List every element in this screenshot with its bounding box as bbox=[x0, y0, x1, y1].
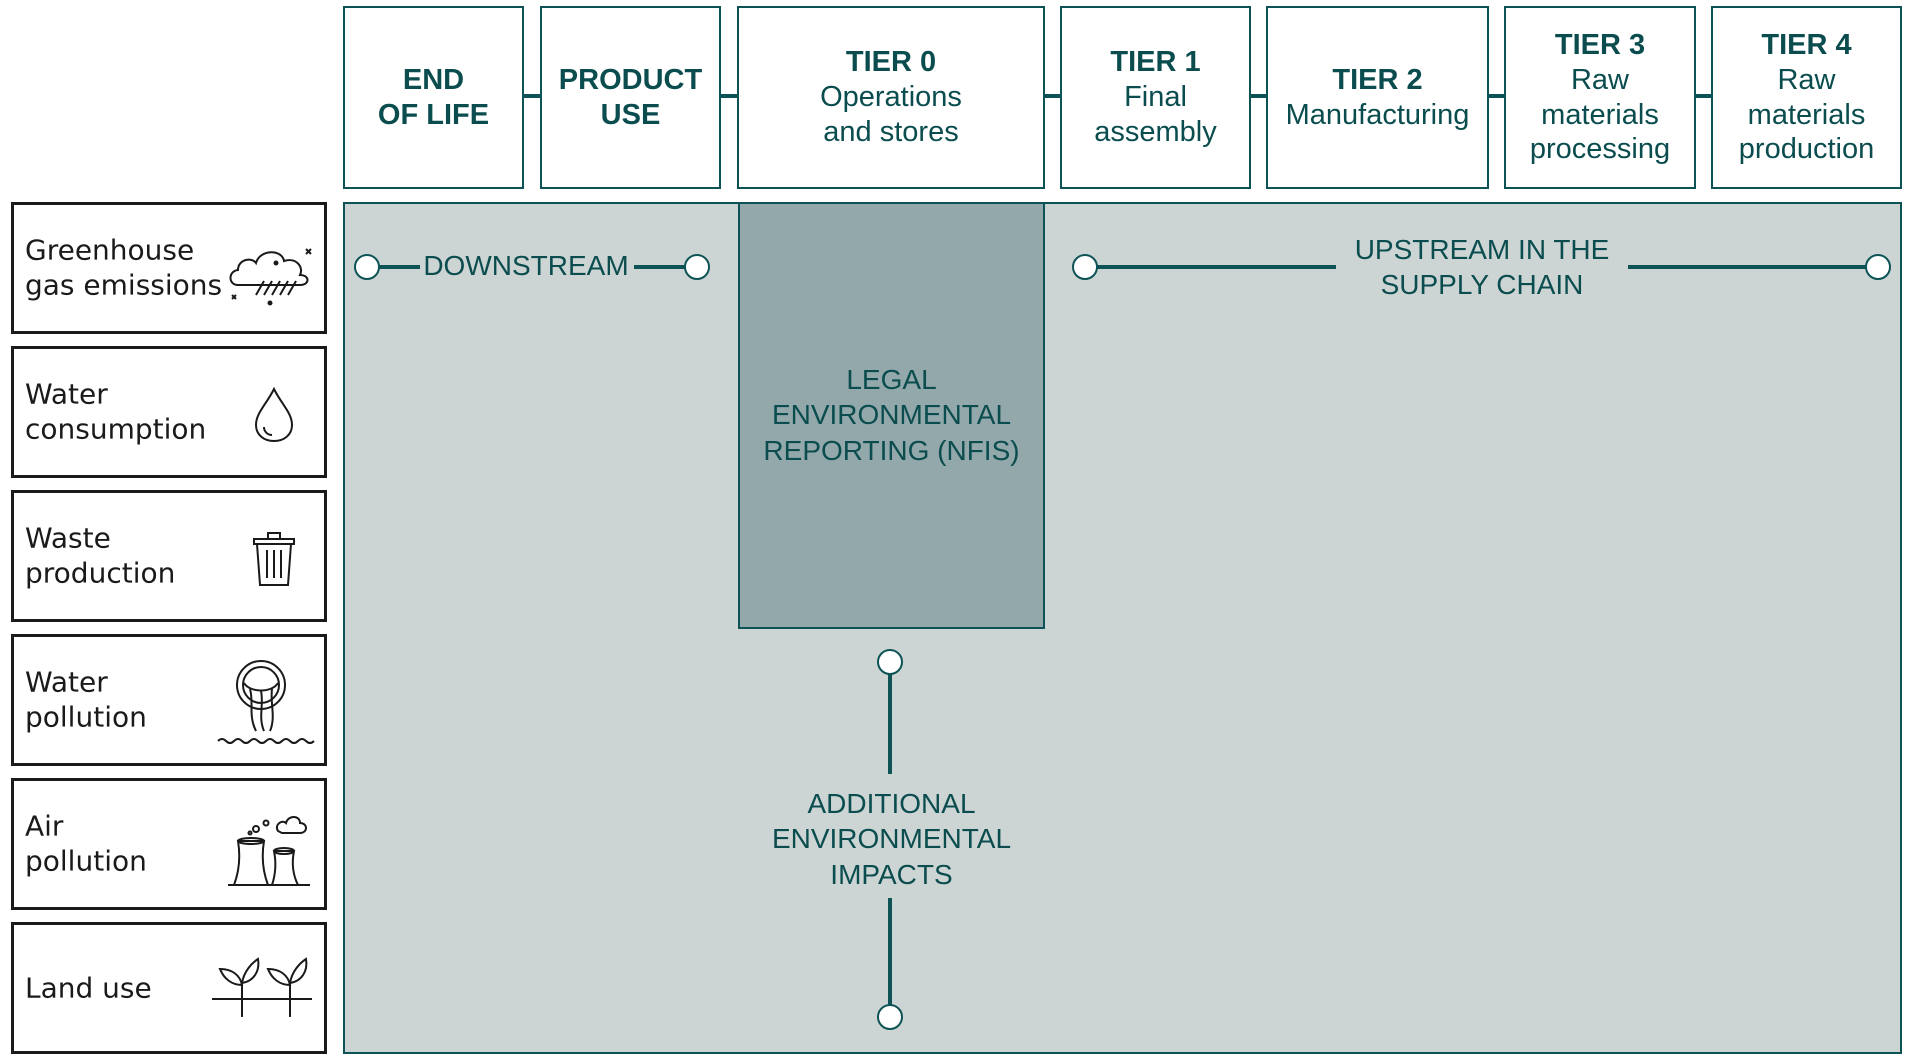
tier-subtitle: Manufacturing bbox=[1285, 98, 1470, 131]
category-waste-production: Waste production bbox=[11, 490, 327, 622]
water-drop-icon bbox=[254, 386, 294, 443]
category-label: Water consumption bbox=[25, 377, 207, 446]
upstream-line bbox=[1628, 265, 1880, 269]
upstream-end-node bbox=[1865, 254, 1891, 280]
downstream-line bbox=[378, 265, 420, 269]
downstream-label: DOWNSTREAM bbox=[423, 250, 629, 281]
legal-reporting-label: LEGAL ENVIRONMENTAL REPORTING (NFIS) bbox=[763, 364, 1020, 466]
category-label: Waste production bbox=[25, 521, 176, 590]
tier-0: TIER 0 Operations and stores bbox=[737, 6, 1045, 189]
category-land-use: Land use bbox=[11, 922, 327, 1054]
trash-bin-icon bbox=[253, 532, 295, 586]
tier-title: TIER 4 bbox=[1761, 28, 1852, 61]
tier-title: TIER 3 bbox=[1554, 28, 1646, 61]
tier-connector bbox=[1043, 94, 1062, 98]
tier-title: TIER 2 bbox=[1332, 63, 1423, 96]
tier-connector bbox=[1487, 94, 1506, 98]
tier-connector bbox=[522, 94, 542, 98]
tier-title: TIER 0 bbox=[845, 46, 937, 79]
upstream-start-node bbox=[1072, 254, 1098, 280]
category-greenhouse-gas: Greenhouse gas emissions bbox=[11, 202, 327, 334]
tier-connector bbox=[1249, 94, 1268, 98]
factory-chimneys-icon bbox=[228, 816, 310, 886]
impact-scope-panel bbox=[343, 202, 1902, 1054]
additional-line bbox=[888, 898, 892, 1018]
tier-connector bbox=[719, 94, 739, 98]
tier-4: TIER 4 Raw materials production bbox=[1711, 6, 1902, 189]
upstream-line bbox=[1096, 265, 1336, 269]
tier-title: TIER 1 bbox=[1110, 46, 1201, 79]
additional-bottom-node bbox=[877, 1004, 903, 1030]
tier-subtitle: Raw materials production bbox=[1738, 63, 1875, 166]
downstream-start-node bbox=[354, 254, 380, 280]
tier-subtitle: Operations and stores bbox=[820, 81, 962, 148]
additional-line bbox=[888, 674, 892, 774]
tier-title: END OF LIFE bbox=[377, 63, 490, 131]
tier-subtitle: Raw materials processing bbox=[1529, 63, 1671, 166]
additional-impacts-label: ADDITIONAL ENVIRONMENTAL IMPACTS bbox=[771, 788, 1012, 890]
sprouts-icon bbox=[212, 957, 312, 1017]
cloud-rain-icon bbox=[229, 248, 312, 306]
downstream-end-node bbox=[684, 254, 710, 280]
upstream-label: UPSTREAM IN THE SUPPLY CHAIN bbox=[1354, 234, 1610, 301]
downstream-line bbox=[634, 265, 686, 269]
category-label: Greenhouse gas emissions bbox=[25, 233, 223, 302]
tier-end-of-life: END OF LIFE bbox=[343, 6, 524, 189]
additional-top-node bbox=[877, 649, 903, 675]
tier-3: TIER 3 Raw materials processing bbox=[1504, 6, 1696, 189]
category-label: Air pollution bbox=[25, 809, 147, 878]
category-air-pollution: Air pollution bbox=[11, 778, 327, 910]
discharge-pipe-icon bbox=[217, 660, 315, 744]
legal-reporting-box bbox=[738, 202, 1045, 629]
category-water-consumption: Water consumption bbox=[11, 346, 327, 478]
tier-2: TIER 2 Manufacturing bbox=[1266, 6, 1489, 189]
tier-product-use: PRODUCT USE bbox=[540, 6, 721, 189]
tier-subtitle: Final assembly bbox=[1094, 81, 1217, 148]
tier-connector bbox=[1694, 94, 1713, 98]
category-label: Land use bbox=[25, 971, 152, 1005]
tier-title: PRODUCT USE bbox=[558, 63, 703, 131]
tier-1: TIER 1 Final assembly bbox=[1060, 6, 1251, 189]
category-label: Water pollution bbox=[25, 665, 147, 734]
category-water-pollution: Water pollution bbox=[11, 634, 327, 766]
